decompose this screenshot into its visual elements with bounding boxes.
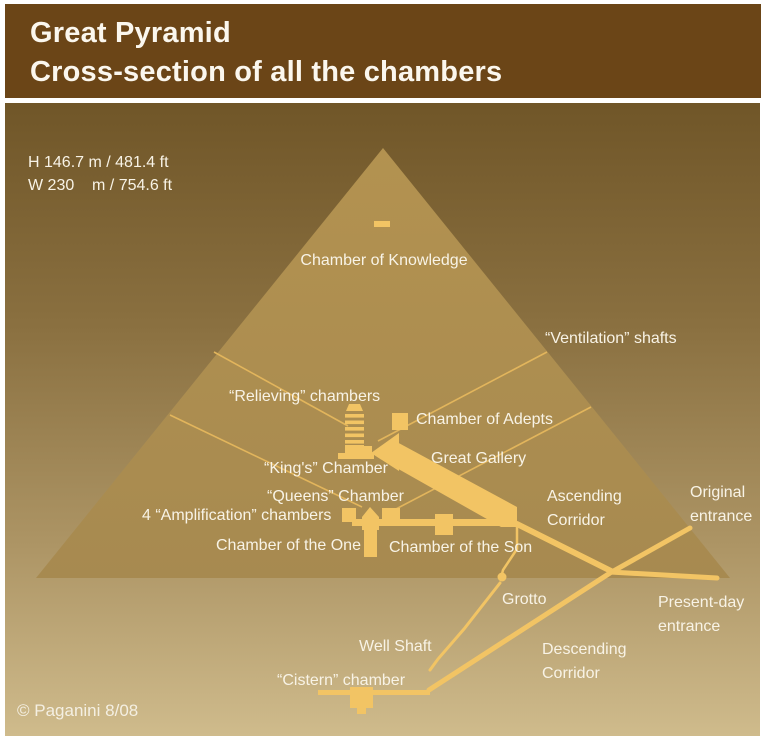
well-shaft-lower-line (428, 581, 502, 672)
queens-north-shaft-line (169, 414, 363, 508)
queens-chamber-label: “Queens” Chamber (267, 488, 404, 505)
cistern-chamber-pit (357, 708, 366, 714)
chamber-of-the-son-label: Chamber of the Son (389, 539, 533, 556)
original-entrance-label: Original entrance (690, 484, 753, 525)
relieving-chambers-label: “Relieving” chambers (229, 388, 381, 405)
page-subtitle: Cross-section of all the chambers (30, 56, 503, 88)
well-shaft-upper-line (500, 524, 519, 576)
amplification-chambers-label: 4 “Amplification” chambers (142, 507, 332, 524)
great-gallery-shape (386, 441, 517, 527)
chamber-of-adepts-shape (392, 413, 408, 430)
kings-chamber-label: “King's” Chamber (264, 460, 388, 477)
tower-stripe (345, 433, 364, 438)
tower-base (345, 445, 364, 455)
pyramid-silhouette (36, 148, 730, 578)
cistern-chamber-label: “Cistern” chamber (277, 672, 406, 689)
pyramid-height-label: H 146.7 m / 481.4 ft (28, 154, 169, 171)
chamber-of-the-one-shape (364, 530, 377, 557)
chamber-of-knowledge-shape (374, 221, 390, 227)
well-shaft-label: Well Shaft (359, 638, 432, 655)
queens-chamber-shape (362, 507, 379, 530)
horizontal-corridor-shape (352, 519, 517, 526)
tower-stripe (345, 427, 364, 431)
relieving-chambers-tower (345, 404, 364, 455)
descending-corridor-label: Descending Corridor (542, 641, 627, 682)
present-day-entrance-line (607, 569, 720, 581)
grotto-label: Grotto (502, 591, 547, 608)
title-banner: Great Pyramid Cross-section of all the c… (5, 4, 761, 98)
chambers-group (318, 221, 517, 714)
page-title: Great Pyramid (30, 17, 231, 49)
kings-north-shaft-line (213, 351, 349, 427)
tower-stripe (345, 440, 364, 444)
ventilation-shafts-label: “Ventilation” shafts (545, 330, 677, 347)
credit-text: © Paganini 8/08 (17, 701, 139, 720)
tower-stripe (345, 420, 364, 425)
subterranean-passage-shape (318, 690, 430, 695)
queens-south-shaft-line (395, 406, 592, 510)
kings-chamber-shape (338, 453, 374, 459)
amplification-chamber-left (342, 508, 356, 522)
chamber-of-the-son-shape (435, 514, 453, 535)
amplification-chamber-right (382, 508, 400, 522)
ventilation-shaft-lines (169, 351, 592, 510)
ascending-corridor-label: Ascending Corridor (547, 488, 622, 529)
kings-chamber-annex (362, 446, 372, 454)
grotto-shape (497, 572, 507, 582)
great-gallery-label: Great Gallery (431, 450, 527, 467)
tower-cap (346, 404, 363, 411)
chamber-of-knowledge-label: Chamber of Knowledge (300, 252, 468, 269)
chamber-of-the-one-label: Chamber of the One (216, 537, 361, 554)
ascending-corridor-line (514, 521, 614, 574)
chamber-of-adepts-label: Chamber of Adepts (416, 411, 553, 428)
pyramid-width-label: W 230 m / 754.6 ft (28, 177, 173, 194)
corridors-group (426, 521, 720, 693)
present-day-entrance-label: Present-day entrance (658, 594, 745, 635)
tower-stripe (345, 414, 364, 418)
cistern-chamber-shape (350, 687, 373, 708)
